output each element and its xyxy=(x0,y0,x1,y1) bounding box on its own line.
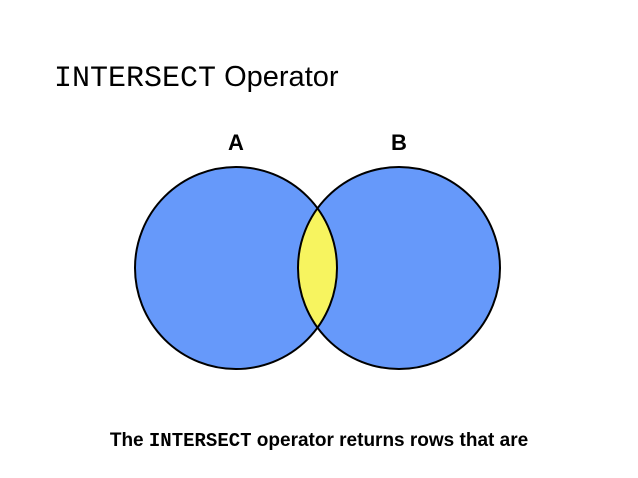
title-keyword: INTERSECT xyxy=(54,62,217,96)
intersection-region xyxy=(298,208,337,328)
page-title: INTERSECT Operator xyxy=(54,58,339,96)
caption-line-1: The INTERSECT operator returns rows that… xyxy=(0,429,638,453)
caption-keyword: INTERSECT xyxy=(148,430,252,452)
set-b-label: B xyxy=(391,130,407,155)
set-b-circle xyxy=(298,167,500,369)
set-b-outline xyxy=(297,166,501,370)
caption-line1-pre: The xyxy=(109,430,149,451)
set-a-outline xyxy=(134,166,338,370)
caption: The INTERSECT operator returns rows that… xyxy=(0,383,638,478)
title-rest: Operator xyxy=(216,61,339,93)
caption-line1-post: operator returns rows that are xyxy=(251,430,529,451)
set-a-label: A xyxy=(228,130,244,155)
set-a-circle xyxy=(135,167,337,369)
